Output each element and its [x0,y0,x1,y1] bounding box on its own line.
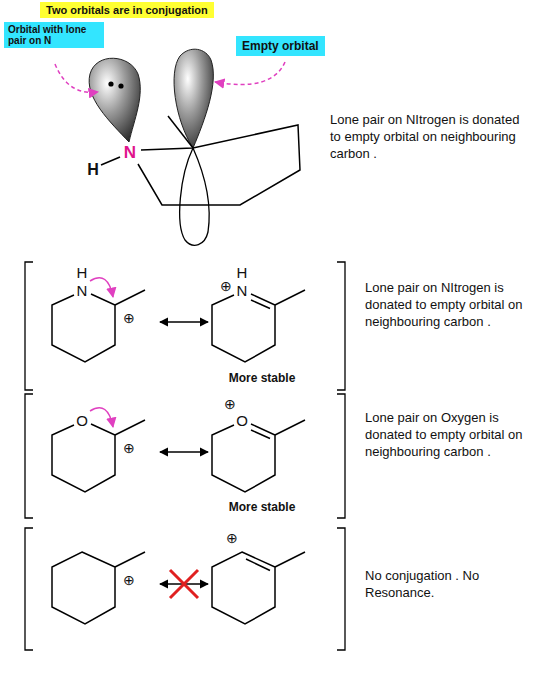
highlight-box: Two orbitals are in conjugation [40,2,214,18]
atom-label: N [237,283,248,298]
charge-symbol: ⊕ [123,441,135,455]
box-text: Empty orbital [242,39,319,53]
box-text: Two orbitals are in conjugation [46,4,208,16]
callout-box: Orbital with lone pair on N [4,22,104,48]
note-text: Lone pair on Oxygen is donated to empty … [365,410,535,461]
charge-symbol: ⊕ [123,311,135,325]
charge-symbol: ⊕ [123,573,135,587]
atom-label: H [237,265,248,280]
atom-label: H [87,162,99,178]
note-text: No conjugation . No Resonance. [365,568,480,602]
charge-symbol: ⊕ [220,279,232,293]
note-text: Lone pair on NItrogen is donated to empt… [330,112,530,163]
callout-box: Empty orbital [236,36,325,56]
orbital-picture [55,49,300,245]
atom-label: N [124,144,136,161]
atom-label: O [76,413,88,428]
caption-text: More stable [229,372,296,384]
box-text: Orbital with lone pair on N [8,24,100,46]
atom-label: N [77,283,88,298]
caption-text: More stable [229,501,296,513]
charge-symbol: ⊕ [224,397,236,411]
atom-label: O [236,413,248,428]
note-text: Lone pair on NItrogen is donated to empt… [365,280,535,331]
bracket [25,262,345,650]
charge-symbol: ⊕ [226,531,238,545]
atom-label: H [77,265,88,280]
